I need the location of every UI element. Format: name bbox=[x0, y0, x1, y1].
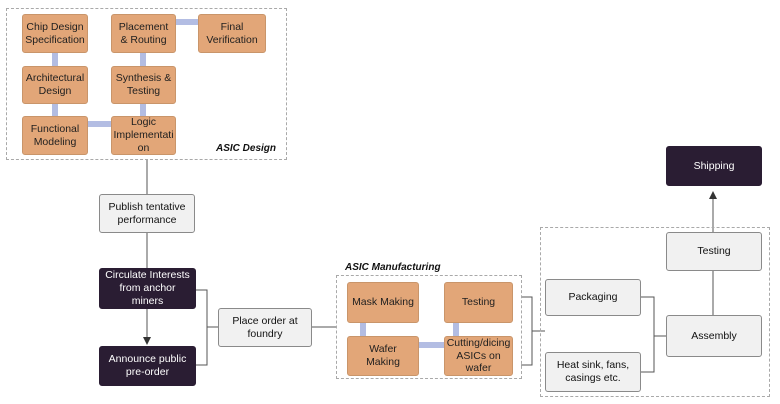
logic-implementation-box[interactable]: Logic Implementati on bbox=[111, 116, 176, 155]
final-verification-box[interactable]: Final Verification bbox=[198, 14, 266, 53]
chip-design-spec-box[interactable]: Chip Design Specification bbox=[22, 14, 88, 53]
placement-routing-box[interactable]: Placement & Routing bbox=[111, 14, 176, 53]
packaging-box[interactable]: Packaging bbox=[545, 279, 641, 316]
place-order-box[interactable]: Place order at foundry bbox=[218, 308, 312, 347]
shipping-box[interactable]: Shipping bbox=[666, 146, 762, 186]
architectural-design-box[interactable]: Architectural Design bbox=[22, 66, 88, 104]
assembly-box[interactable]: Assembly bbox=[666, 315, 762, 357]
heat-sink-box[interactable]: Heat sink, fans, casings etc. bbox=[545, 352, 641, 392]
functional-modeling-box[interactable]: Functional Modeling bbox=[22, 116, 88, 155]
design-connectors bbox=[52, 19, 198, 127]
asic-manufacturing-label: ASIC Manufacturing bbox=[345, 262, 441, 273]
announce-preorder-box[interactable]: Announce public pre-order bbox=[99, 346, 196, 386]
manufacturing-connectors bbox=[360, 323, 459, 348]
publish-performance-box[interactable]: Publish tentative performance bbox=[99, 194, 195, 233]
asic-design-group bbox=[6, 8, 287, 160]
wafer-making-box[interactable]: Wafer Making bbox=[347, 336, 419, 376]
synthesis-testing-box[interactable]: Synthesis & Testing bbox=[111, 66, 176, 104]
asic-manufacturing-group bbox=[336, 275, 522, 379]
asic-design-label: ASIC Design bbox=[216, 143, 277, 154]
mask-making-box[interactable]: Mask Making bbox=[347, 282, 419, 323]
manufacturing-testing-box[interactable]: Testing bbox=[444, 282, 513, 323]
testing-box[interactable]: Testing bbox=[666, 232, 762, 271]
cutting-dicing-box[interactable]: Cutting/dicing ASICs on wafer bbox=[444, 336, 513, 376]
flow-lines bbox=[143, 160, 717, 373]
circulate-interests-box[interactable]: Circulate Interests from anchor miners bbox=[99, 268, 196, 309]
post-processing-group bbox=[540, 227, 770, 397]
